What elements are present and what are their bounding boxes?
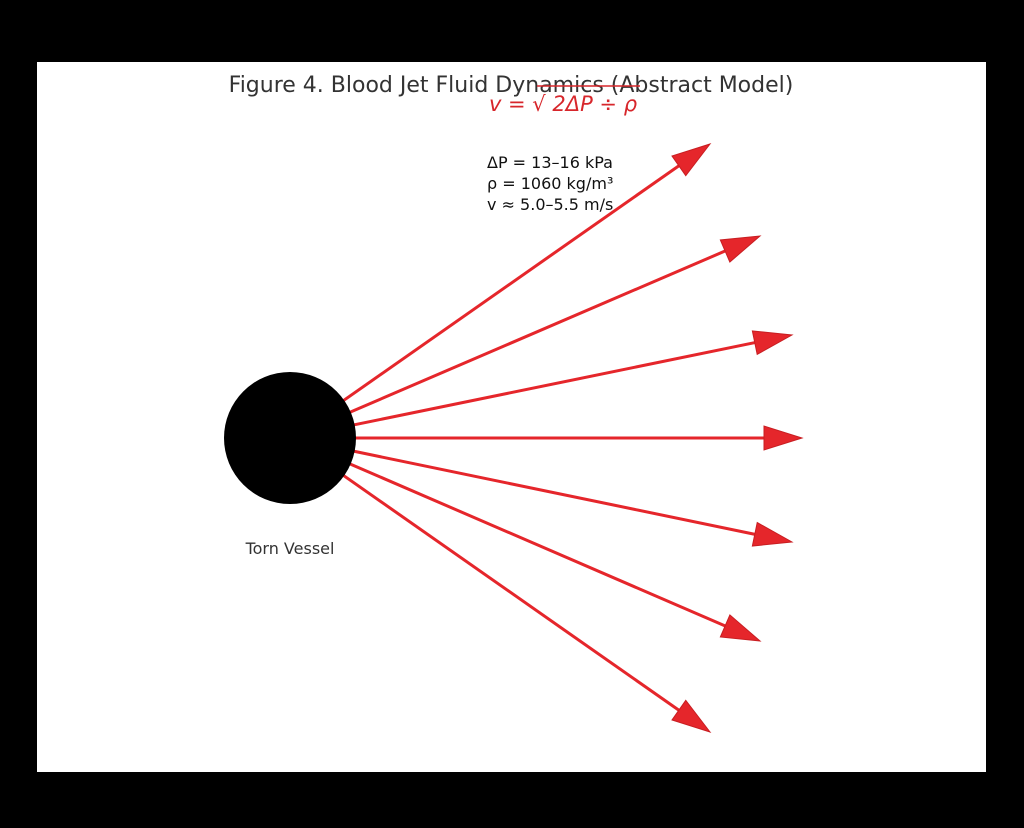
param-pressure: ΔP = 13–16 kPa xyxy=(487,153,613,172)
param-velocity: v ≈ 5.0–5.5 m/s xyxy=(487,195,613,214)
jet-arrow-head xyxy=(671,143,712,177)
jet-arrow-shaft xyxy=(338,340,759,430)
jet-arrow-shaft xyxy=(330,162,684,411)
jet-arrow-head xyxy=(719,614,762,642)
jet-arrow-head xyxy=(751,330,794,356)
jet-arrow-shaft xyxy=(335,456,730,629)
jet-arrow-shaft xyxy=(335,248,730,420)
torn-vessel xyxy=(224,372,356,504)
vessel-label: Torn Vessel xyxy=(245,539,335,558)
figure-panel xyxy=(37,62,986,772)
jet-arrow-shaft xyxy=(338,446,760,537)
jet-arrow-head xyxy=(719,235,762,263)
jet-arrow-shaft xyxy=(330,465,684,714)
jet-arrow-head xyxy=(763,425,804,451)
jet-arrow-head xyxy=(671,699,712,733)
param-density: ρ = 1060 kg/m³ xyxy=(487,174,613,193)
figure-title: Figure 4. Blood Jet Fluid Dynamics (Abst… xyxy=(229,73,794,98)
formula: v = √ 2ΔP ÷ ρ xyxy=(489,92,638,116)
jet-arrow-head xyxy=(751,521,794,547)
jet-arrows xyxy=(330,143,804,733)
